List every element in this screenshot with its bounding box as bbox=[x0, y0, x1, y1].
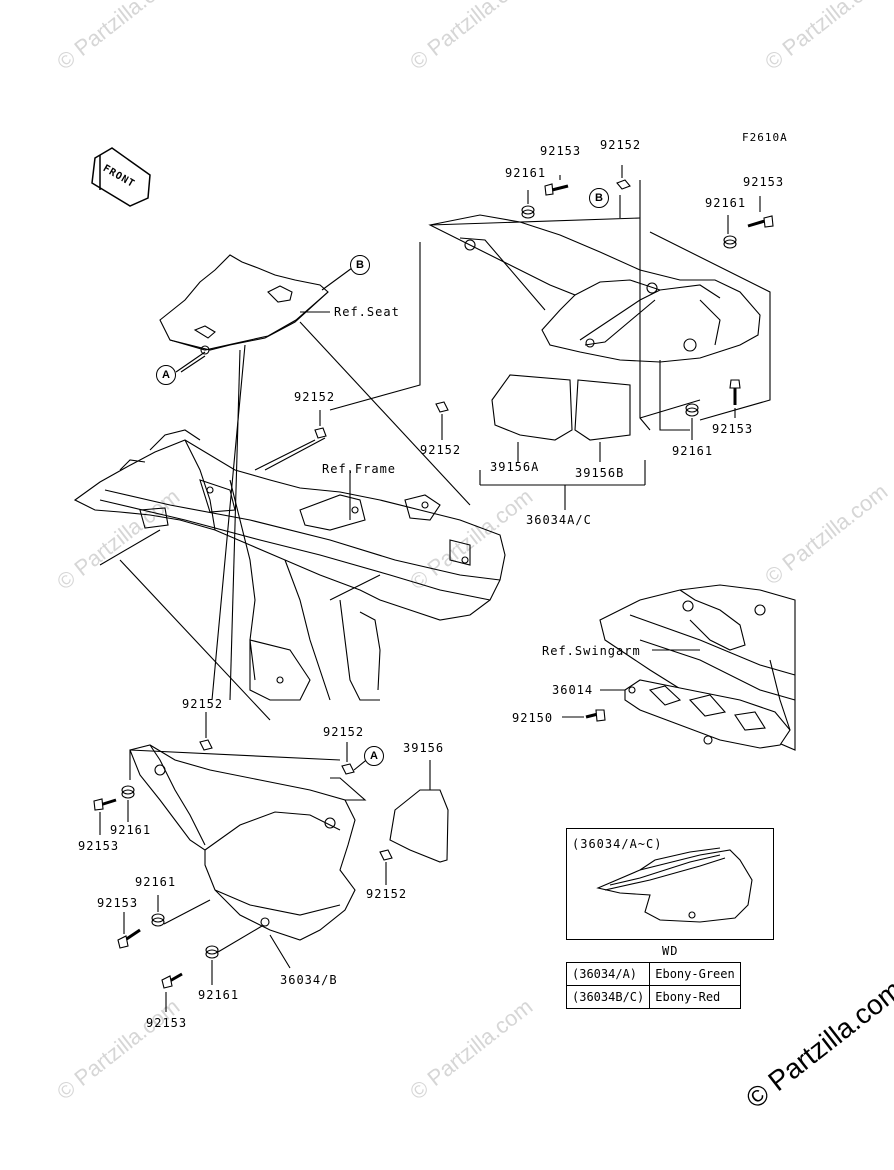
decal-39156 bbox=[389, 789, 449, 863]
chain-guard bbox=[624, 679, 791, 749]
washer-icon bbox=[205, 945, 219, 959]
decal-39156B bbox=[574, 379, 631, 441]
right-side-cover bbox=[428, 214, 761, 363]
bracket-line bbox=[639, 399, 701, 419]
guide-line bbox=[119, 559, 271, 721]
part-label: 92152 bbox=[366, 887, 408, 901]
part-label: 92161 bbox=[135, 875, 177, 889]
bolt-icon bbox=[729, 379, 741, 405]
nut-icon bbox=[435, 401, 449, 413]
guide-line bbox=[299, 321, 471, 506]
bolt-icon bbox=[747, 215, 774, 228]
bracket-line bbox=[329, 242, 421, 411]
bracket-line bbox=[129, 749, 341, 761]
table-row: (36034/A) Ebony-Green bbox=[565, 962, 741, 986]
nut-icon bbox=[199, 739, 213, 751]
part-label: 39156A bbox=[490, 460, 540, 474]
guide-line bbox=[163, 899, 211, 925]
callout-b-seat: B bbox=[350, 255, 370, 275]
guide-line bbox=[229, 349, 241, 701]
part-label: 92153 bbox=[743, 175, 785, 189]
bolt-icon bbox=[161, 972, 183, 989]
washer-icon bbox=[723, 235, 737, 249]
wd-header: WD bbox=[662, 944, 679, 958]
guide-line bbox=[211, 344, 246, 701]
guide-line bbox=[217, 925, 263, 953]
bracket-line bbox=[429, 217, 641, 226]
leader-line bbox=[321, 267, 353, 291]
color-table: (36034/A) Ebony-Green (36034B/C) Ebony-R… bbox=[565, 962, 741, 1009]
part-label: 92152 bbox=[323, 725, 365, 739]
bracket-line bbox=[659, 360, 690, 431]
callout-a-lower: A bbox=[364, 746, 384, 766]
washer-icon bbox=[121, 785, 135, 799]
part-label: 92161 bbox=[505, 166, 547, 180]
guide-line bbox=[99, 529, 161, 566]
nut-icon bbox=[341, 763, 355, 775]
figure-code: F2610A bbox=[742, 131, 788, 144]
part-label: 92152 bbox=[600, 138, 642, 152]
inset-box: (36034/A~C) bbox=[566, 828, 774, 940]
part-label: 92153 bbox=[540, 144, 582, 158]
guide-line bbox=[254, 439, 316, 471]
ref-frame-label: Ref.Frame bbox=[322, 462, 397, 476]
bolt-icon bbox=[585, 709, 606, 722]
inset-label: (36034/A~C) bbox=[572, 837, 663, 851]
leader-line bbox=[269, 934, 291, 969]
bracket-line bbox=[330, 777, 367, 801]
part-label: 92153 bbox=[78, 839, 120, 853]
nut-icon bbox=[616, 179, 631, 190]
washer-icon bbox=[685, 403, 699, 417]
table-cell-part: (36034B/C) bbox=[565, 985, 651, 1009]
part-label: 92161 bbox=[110, 823, 152, 837]
ref-swingarm-label: Ref.Swingarm bbox=[542, 644, 641, 658]
part-label: 36014 bbox=[552, 683, 594, 697]
table-cell-part: (36034/A) bbox=[565, 962, 651, 986]
table-cell-color: Ebony-Red bbox=[649, 985, 741, 1009]
part-label: 39156 bbox=[403, 741, 445, 755]
frame-shape bbox=[73, 429, 506, 701]
part-label: 92152 bbox=[182, 697, 224, 711]
part-label: 92161 bbox=[705, 196, 747, 210]
decal-39156A bbox=[491, 374, 573, 441]
part-label: 92153 bbox=[97, 896, 139, 910]
leader-line bbox=[180, 355, 206, 373]
part-label: 92152 bbox=[294, 390, 336, 404]
part-label: 92153 bbox=[146, 1016, 188, 1030]
bolt-icon bbox=[544, 183, 569, 196]
washer-icon bbox=[151, 913, 165, 927]
callout-a-seat: A bbox=[156, 365, 176, 385]
nut-icon bbox=[314, 427, 327, 439]
bolt-icon bbox=[117, 928, 141, 949]
ref-seat-label: Ref.Seat bbox=[334, 305, 400, 319]
table-row: (36034B/C) Ebony-Red bbox=[565, 985, 741, 1009]
part-label: 92153 bbox=[712, 422, 754, 436]
seat-shape bbox=[159, 254, 330, 373]
table-cell-color: Ebony-Green bbox=[649, 962, 741, 986]
nut-icon bbox=[379, 849, 393, 861]
callout-b-top: B bbox=[589, 188, 609, 208]
bolt-icon bbox=[93, 798, 117, 811]
part-label: 36034A/C bbox=[526, 513, 592, 527]
part-label: 92150 bbox=[512, 711, 554, 725]
part-label: 92152 bbox=[420, 443, 462, 457]
left-side-cover bbox=[129, 744, 356, 941]
part-label: 92161 bbox=[198, 988, 240, 1002]
washer-icon bbox=[521, 205, 535, 219]
part-label: 36034/B bbox=[280, 973, 338, 987]
part-label: 39156B bbox=[575, 466, 625, 480]
front-arrow-icon bbox=[91, 147, 151, 207]
part-label: 92161 bbox=[672, 444, 714, 458]
guide-line bbox=[264, 437, 326, 471]
inset-cover-drawing bbox=[596, 847, 753, 923]
